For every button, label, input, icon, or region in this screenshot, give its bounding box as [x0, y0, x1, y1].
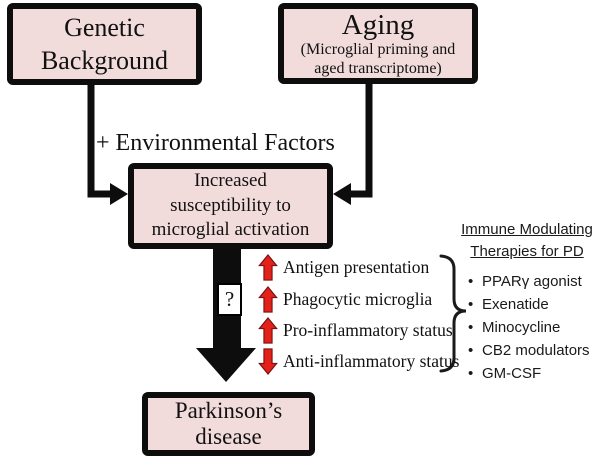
therapy-label: PPARγ agonist [482, 273, 582, 290]
therapy-item-cb2: • CB2 modulators [452, 339, 601, 362]
therapy-item-gmcsf: • GM-CSF [452, 362, 601, 385]
red-up-arrow-icon [258, 317, 278, 344]
effect-label: Antigen presentation [283, 257, 430, 278]
central-to-parkinsons-arrowhead-icon [196, 348, 256, 382]
bullet-icon: • [468, 319, 474, 336]
effect-row-proinflammatory: Pro-inflammatory status [258, 315, 459, 346]
effect-label: Anti-inflammatory status [283, 351, 460, 372]
immune-therapies-title: Immune Modulating Therapies for PD [461, 221, 593, 260]
question-mark-badge: ? [217, 283, 242, 316]
bullet-icon: • [468, 365, 474, 382]
therapy-item-minocycline: • Minocycline [452, 316, 601, 339]
effect-label: Phagocytic microglia [283, 288, 433, 309]
red-down-arrow-icon [258, 348, 278, 376]
aging-to-central-arrowhead-icon [333, 183, 351, 205]
parkinsons-disease-label: Parkinson’s disease [174, 398, 283, 449]
therapy-label: Minocycline [482, 319, 561, 336]
red-up-arrow-icon [258, 285, 278, 313]
aging-box: Aging (Microglial priming and aged trans… [278, 3, 478, 84]
red-up-arrow-icon [258, 254, 278, 281]
effect-row-antiinflammatory: Anti-inflammatory status [258, 346, 459, 377]
effect-row-phagocytic: Phagocytic microglia [258, 283, 459, 314]
bullet-icon: • [468, 273, 474, 290]
genetic-background-box: Genetic Background [7, 3, 202, 85]
genetic-background-label: Genetic Background [40, 13, 169, 75]
immune-therapies-list: • PPARγ agonist • Exenatide • Minocyclin… [452, 270, 601, 385]
therapy-label: Exenatide [482, 296, 549, 313]
aging-to-central-connector-icon [349, 83, 373, 198]
genetic-to-central-arrowhead-icon [110, 183, 128, 205]
environmental-factors-label: + Environmental Factors [96, 130, 335, 156]
effect-row-antigen: Antigen presentation [258, 252, 459, 283]
aging-title: Aging [341, 9, 415, 41]
central-susceptibility-label: Increased susceptibility to microglial a… [151, 170, 310, 240]
therapy-item-exenatide: • Exenatide [452, 293, 601, 316]
effect-label: Pro-inflammatory status [283, 319, 453, 340]
central-susceptibility-box: Increased susceptibility to microglial a… [128, 163, 333, 249]
microglial-effects-list: Antigen presentation Phagocytic microgli… [258, 252, 459, 378]
parkinsons-disease-box: Parkinson’s disease [142, 392, 315, 456]
bullet-icon: • [468, 342, 474, 359]
therapy-item-pparg: • PPARγ agonist [452, 270, 601, 293]
aging-subtitle: (Microglial priming and aged transcripto… [300, 41, 456, 77]
immune-therapies-panel: Immune Modulating Therapies for PD • PPA… [452, 219, 601, 385]
therapy-label: GM-CSF [482, 365, 542, 382]
bullet-icon: • [468, 296, 474, 313]
therapy-label: CB2 modulators [482, 342, 590, 359]
